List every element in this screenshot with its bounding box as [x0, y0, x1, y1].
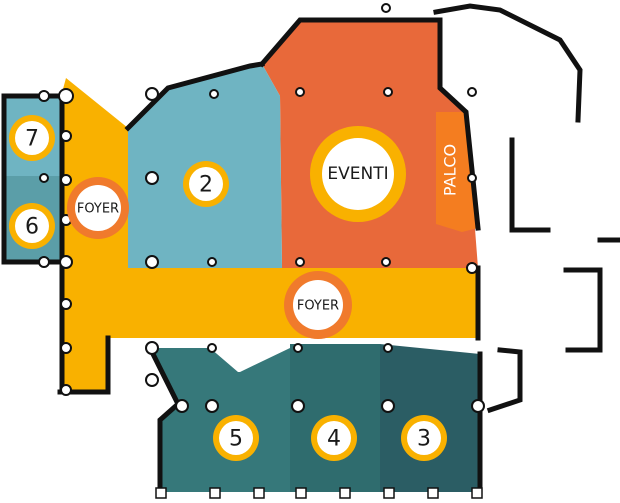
palco-label: PALCO — [441, 144, 460, 196]
walls — [1, 3, 620, 495]
badge-2[interactable]: 2 — [183, 161, 229, 207]
room-2-label: 2 — [199, 173, 213, 198]
badge-7[interactable]: 7 — [9, 115, 55, 161]
room-5-label: 5 — [229, 427, 243, 452]
foyer-center-label: FOYER — [297, 299, 339, 314]
room-3-label: 3 — [417, 427, 431, 452]
badge-5[interactable]: 5 — [213, 415, 259, 461]
wall-nodes — [38, 3, 485, 413]
foyer-left-label: FOYER — [77, 202, 119, 217]
foyer-area-left[interactable] — [60, 78, 478, 392]
eventi-label: EVENTI — [327, 164, 388, 184]
badge-3[interactable]: 3 — [401, 415, 447, 461]
room-6-label: 6 — [25, 215, 39, 240]
wall-anchors — [155, 487, 483, 499]
badge-foyer-left[interactable]: FOYER — [67, 177, 129, 239]
badge-foyer-center[interactable]: FOYER — [284, 271, 352, 339]
room-5[interactable] — [150, 348, 290, 492]
room-4-label: 4 — [327, 427, 341, 452]
badge-6[interactable]: 6 — [9, 203, 55, 249]
badge-4[interactable]: 4 — [311, 415, 357, 461]
badge-eventi[interactable]: EVENTI — [310, 126, 406, 222]
room-7-label: 7 — [25, 127, 39, 152]
